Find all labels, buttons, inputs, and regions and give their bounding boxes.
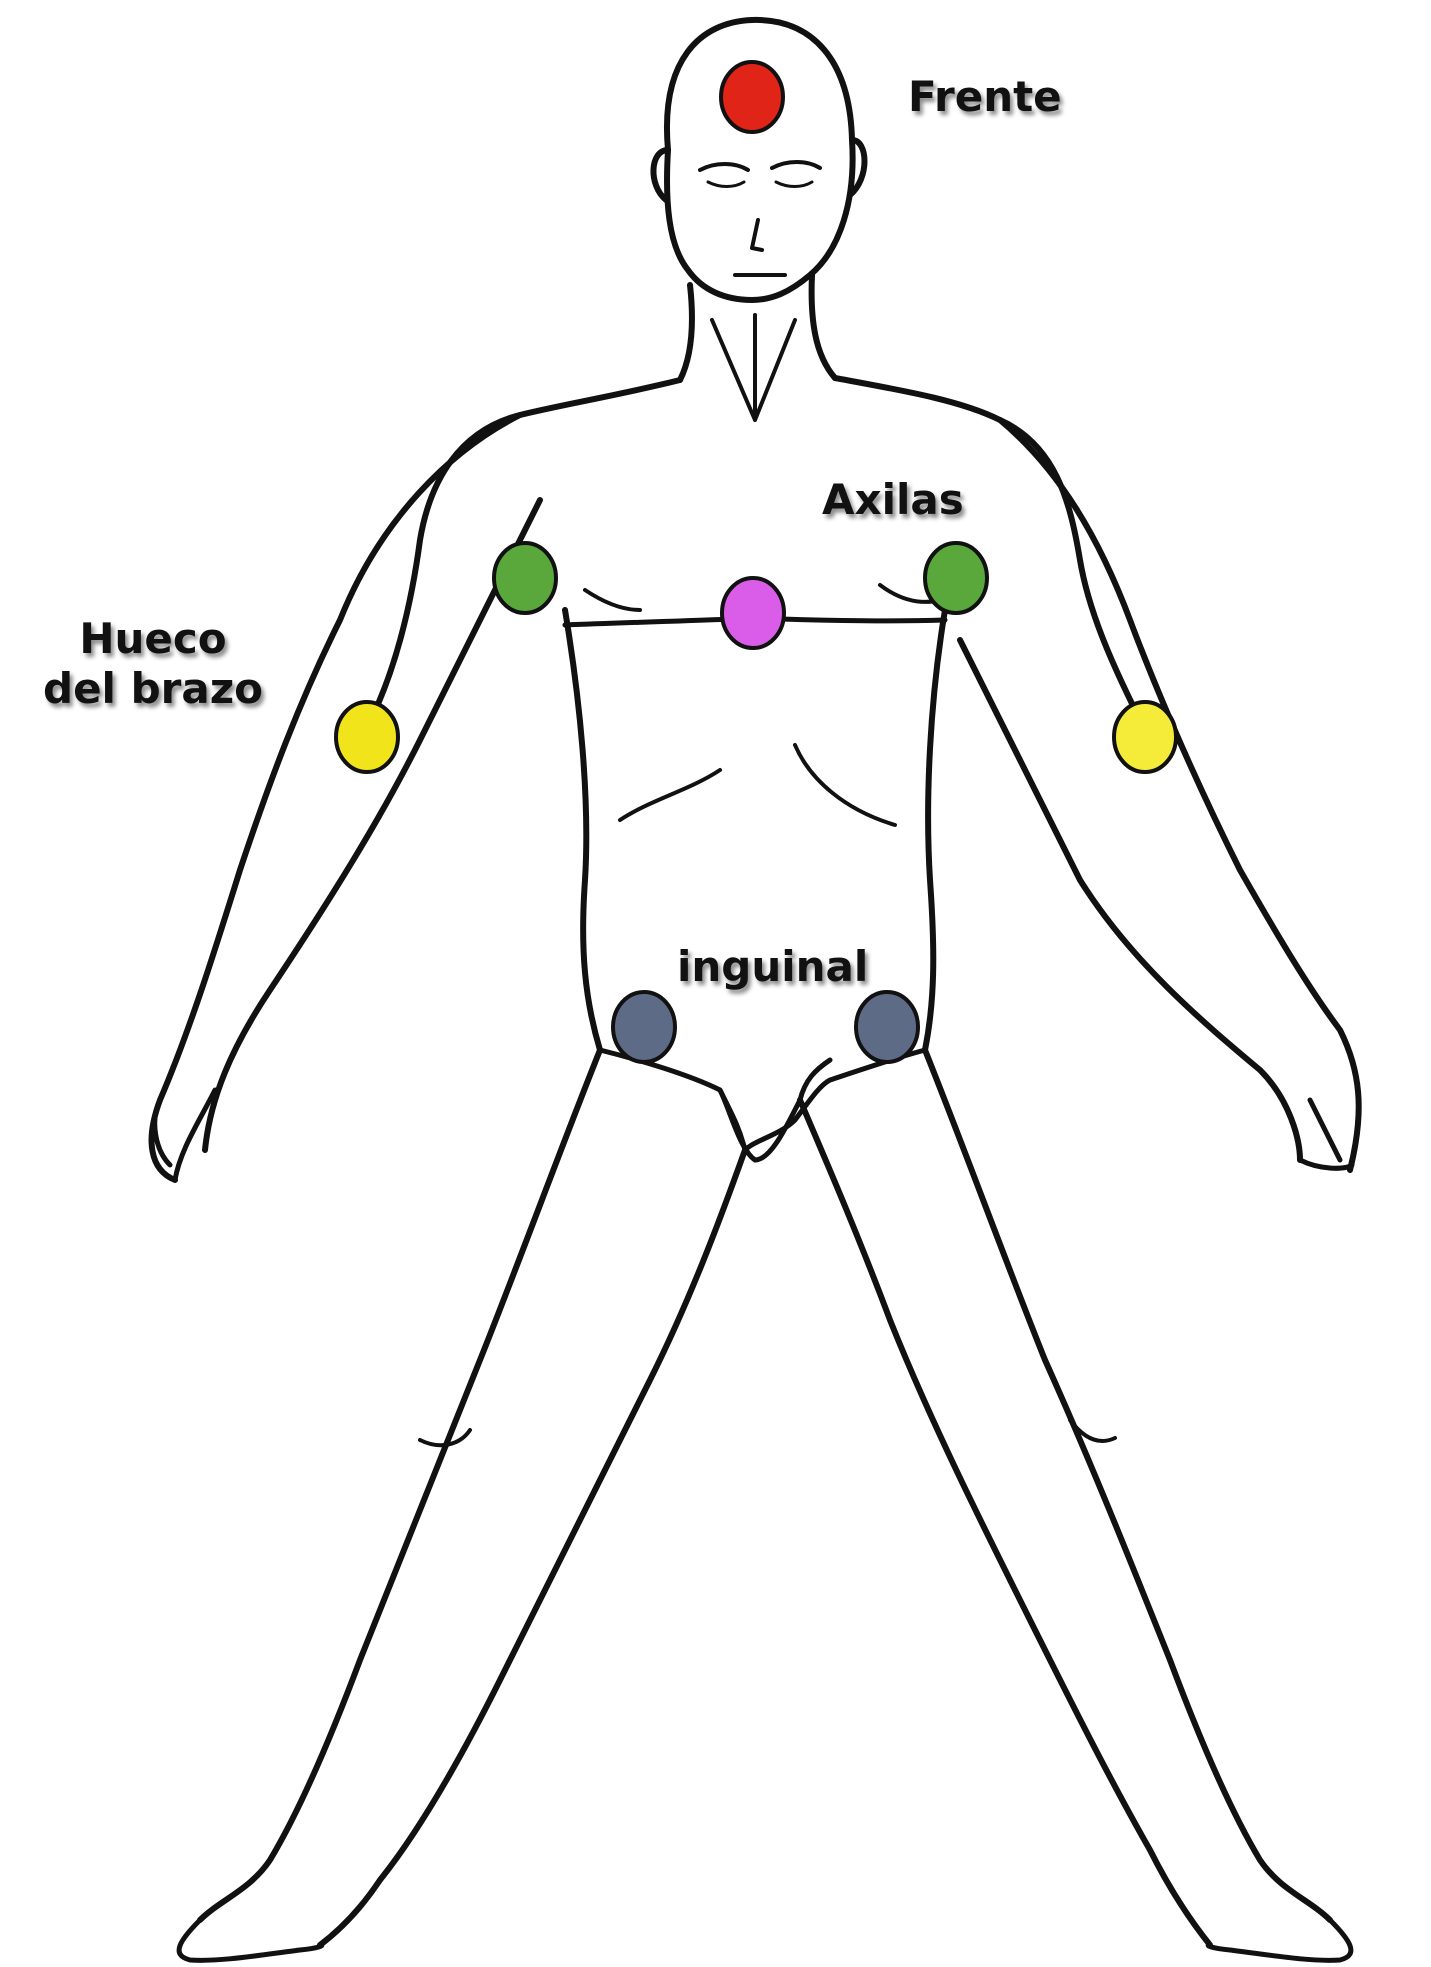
groin-left-marker [856,992,918,1062]
eyebrow-left [772,162,820,168]
forehead-marker [721,62,783,132]
leg-left-outer [925,1050,1330,1920]
eye-right [708,182,744,187]
groin-bulge [720,1060,830,1160]
leg-right-inner [320,1150,745,1945]
elbow-right-marker [336,702,398,772]
neck-lines [712,315,795,420]
foot-right [179,1920,322,1960]
markers [336,62,1176,1062]
pec-right [585,590,640,610]
leg-left-inner [800,1100,1210,1945]
eye-left [776,182,812,187]
neck-right [680,285,692,380]
armpit-left-marker [925,543,987,613]
nose [752,220,762,250]
torso-side-right [565,610,600,1050]
armpit-right-marker [494,543,556,613]
arm-left-outer [1000,420,1359,1170]
label-inguinal: inguinal [677,942,868,992]
torso-outline [360,378,1150,740]
label-hueco-line1: Hueco [28,614,278,664]
foot-left [1208,1920,1351,1960]
label-axilas: Axilas [822,475,964,525]
rib-left [795,745,895,825]
rib-right [620,770,720,820]
label-hueco-line2: del brazo [28,664,278,714]
label-frente: Frente [908,72,1062,122]
groin-right-marker [613,992,675,1062]
eyebrow-right [700,164,748,170]
label-hueco-del-brazo: Hueco del brazo [28,614,278,715]
torso-side-left [925,610,945,1050]
arm-right-outer [152,415,520,1180]
leg-right-outer [200,1050,600,1920]
hand-left [1300,1100,1352,1168]
chest-marker [722,578,784,648]
pelvis [600,1050,925,1150]
neck-left [812,275,835,378]
elbow-left-marker [1114,702,1176,772]
